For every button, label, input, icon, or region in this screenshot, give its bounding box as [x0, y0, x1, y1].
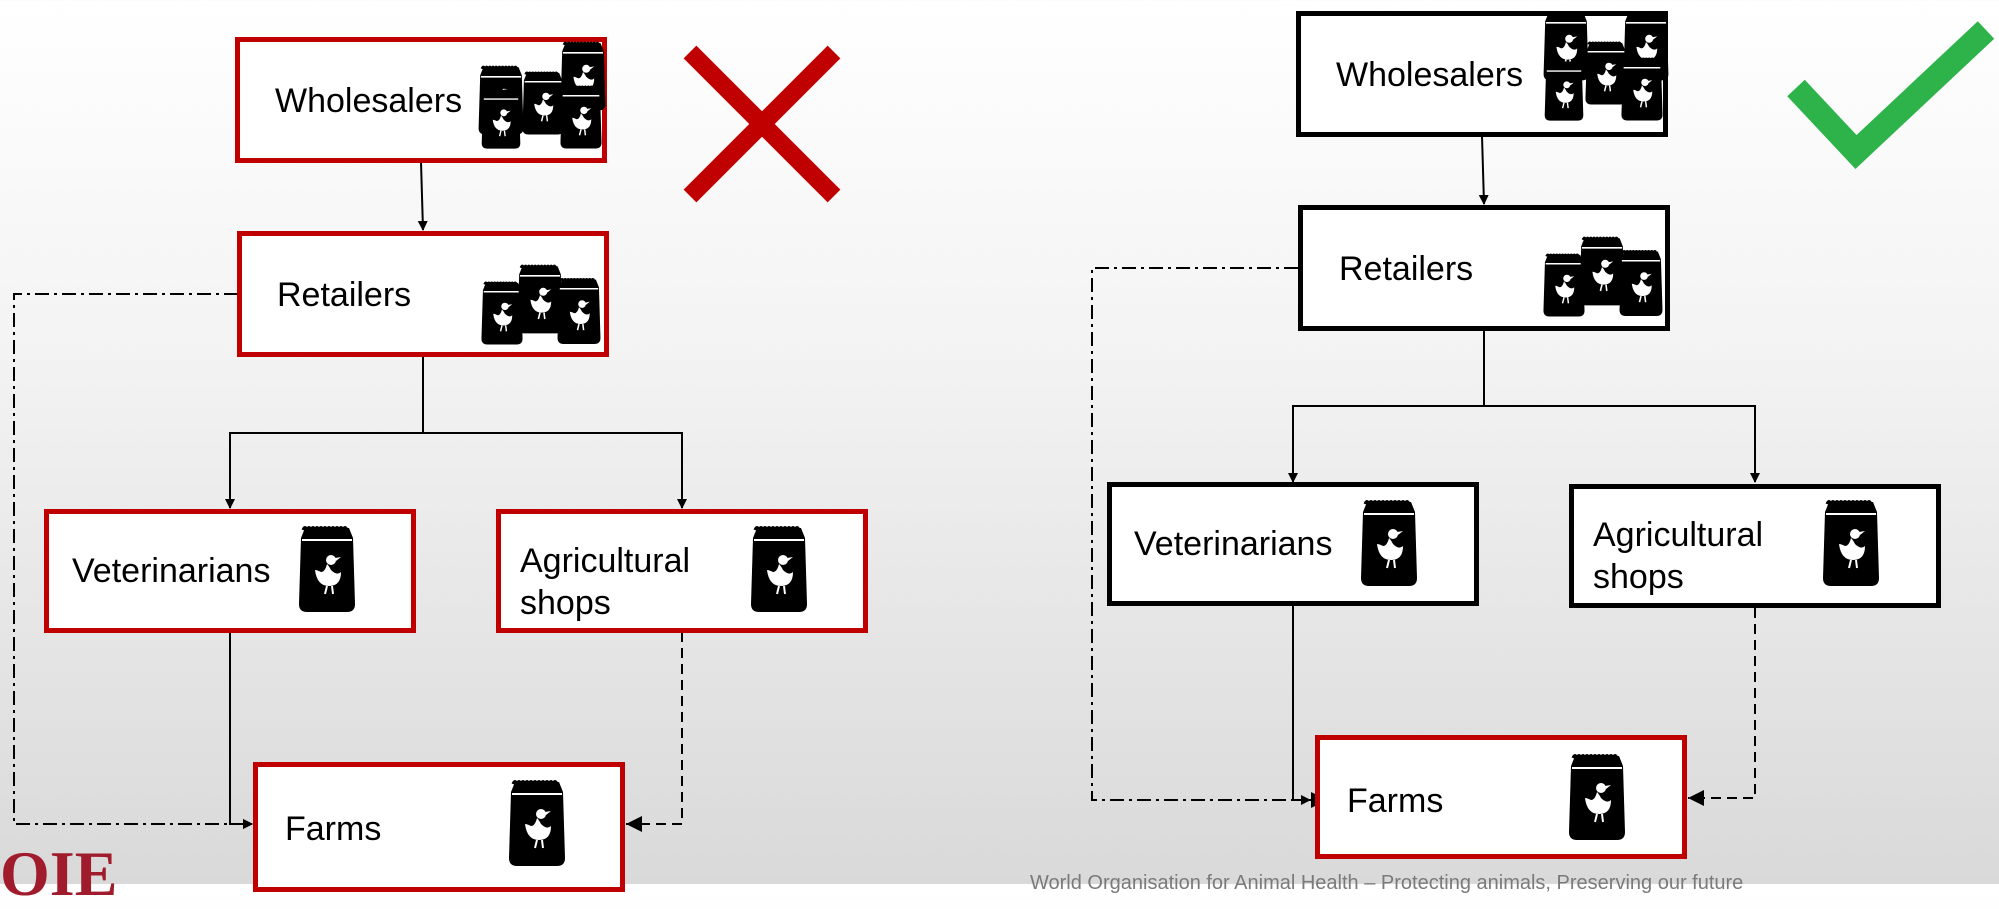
right-label-agricultural-line2: shops — [1593, 558, 1684, 596]
feed-bag-icon — [1542, 236, 1664, 318]
feed-bag-icon — [1567, 754, 1627, 842]
feed-bag-icon — [507, 780, 567, 868]
left-edge-wholesalers-retailers — [417, 161, 428, 231]
right-label-wholesalers: Wholesalers — [1336, 56, 1524, 94]
right-edge-wholesalers-retailers — [1478, 135, 1489, 205]
feed-bag-icon — [749, 526, 809, 614]
right-label-retailers: Retailers — [1339, 250, 1474, 288]
feed-bag-icon — [297, 526, 357, 614]
left-edge-veterinarians-farms — [229, 632, 253, 829]
left-label-wholesalers: Wholesalers — [275, 82, 463, 120]
check-icon — [1787, 21, 1995, 169]
feed-bag-icon — [1821, 500, 1881, 588]
distribution-diagram — [13, 21, 1995, 832]
left-label-farms: Farms — [285, 810, 382, 848]
feed-bag-icon — [1359, 500, 1419, 588]
left-label-retailers: Retailers — [277, 276, 412, 314]
left-label-veterinarians: Veterinarians — [72, 552, 271, 590]
right-edge-to-veterinarians — [1288, 405, 1484, 483]
right-edge-agricultural-farms — [1688, 608, 1756, 806]
left-label-agricultural-line1: Agricultural — [520, 542, 691, 580]
feed-bag-icon — [477, 41, 607, 150]
right-node-agricultural-shops — [1569, 484, 1941, 608]
right-label-agricultural-line1: Agricultural — [1593, 516, 1764, 554]
right-edge-retailers-farms-dashdot — [1091, 267, 1311, 805]
oie-logo: OIE — [0, 838, 118, 909]
right-label-veterinarians: Veterinarians — [1134, 525, 1333, 563]
left-edge-to-veterinarians — [225, 432, 423, 509]
right-node-veterinarians — [1107, 482, 1479, 606]
left-edge-retailers-farms-dashdot — [13, 293, 253, 829]
right-node-farms — [1315, 735, 1687, 859]
feed-bag-icon — [480, 264, 602, 346]
left-label-agricultural-line2: shops — [520, 584, 611, 622]
left-edge-agricultural-farms — [626, 632, 683, 832]
cross-icon — [683, 45, 841, 203]
right-edge-to-agricultural — [1484, 405, 1760, 483]
feed-bag-icon — [1542, 11, 1670, 122]
left-edge-to-agricultural — [423, 432, 687, 509]
right-label-farms: Farms — [1347, 782, 1444, 820]
